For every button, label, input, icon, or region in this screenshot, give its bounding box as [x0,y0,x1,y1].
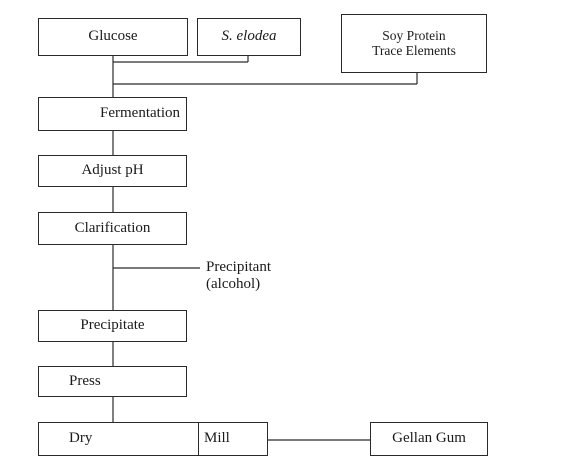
precipitate-label: Precipitate [80,317,145,334]
product-box: Gellan Gum [370,422,488,456]
precipitate-box: Precipitate [38,310,187,342]
mill-label: Mill [204,430,230,447]
dry-box: Dry [38,422,199,456]
dry-label: Dry [69,430,93,447]
press-label: Press [69,372,101,389]
adjust-ph-label: Adjust pH [81,162,144,179]
nutrients-box: Soy Protein Trace Elements [341,14,487,73]
precipitant-label: Precipitant (alcohol) [206,259,271,294]
nutrients-line-2: Trace Elements [372,42,456,58]
mill-box: Mill [198,422,268,456]
precipitant-line-2: (alcohol) [206,276,261,293]
precipitant-line-1: Precipitant [206,259,271,275]
clarification-box: Clarification [38,212,187,245]
press-box: Press [38,366,187,397]
organism-box: S. elodea [197,18,301,56]
fermentation-box: Fermentation [38,97,187,131]
adjust-ph-box: Adjust pH [38,155,187,187]
clarification-label: Clarification [74,219,151,236]
glucose-box: Glucose [38,18,188,56]
glucose-label: Glucose [88,28,138,45]
product-label: Gellan Gum [392,430,466,447]
nutrients-line-1: Soy Protein [382,28,446,44]
fermentation-label: Fermentation [100,105,180,122]
organism-label: S. elodea [221,28,277,45]
